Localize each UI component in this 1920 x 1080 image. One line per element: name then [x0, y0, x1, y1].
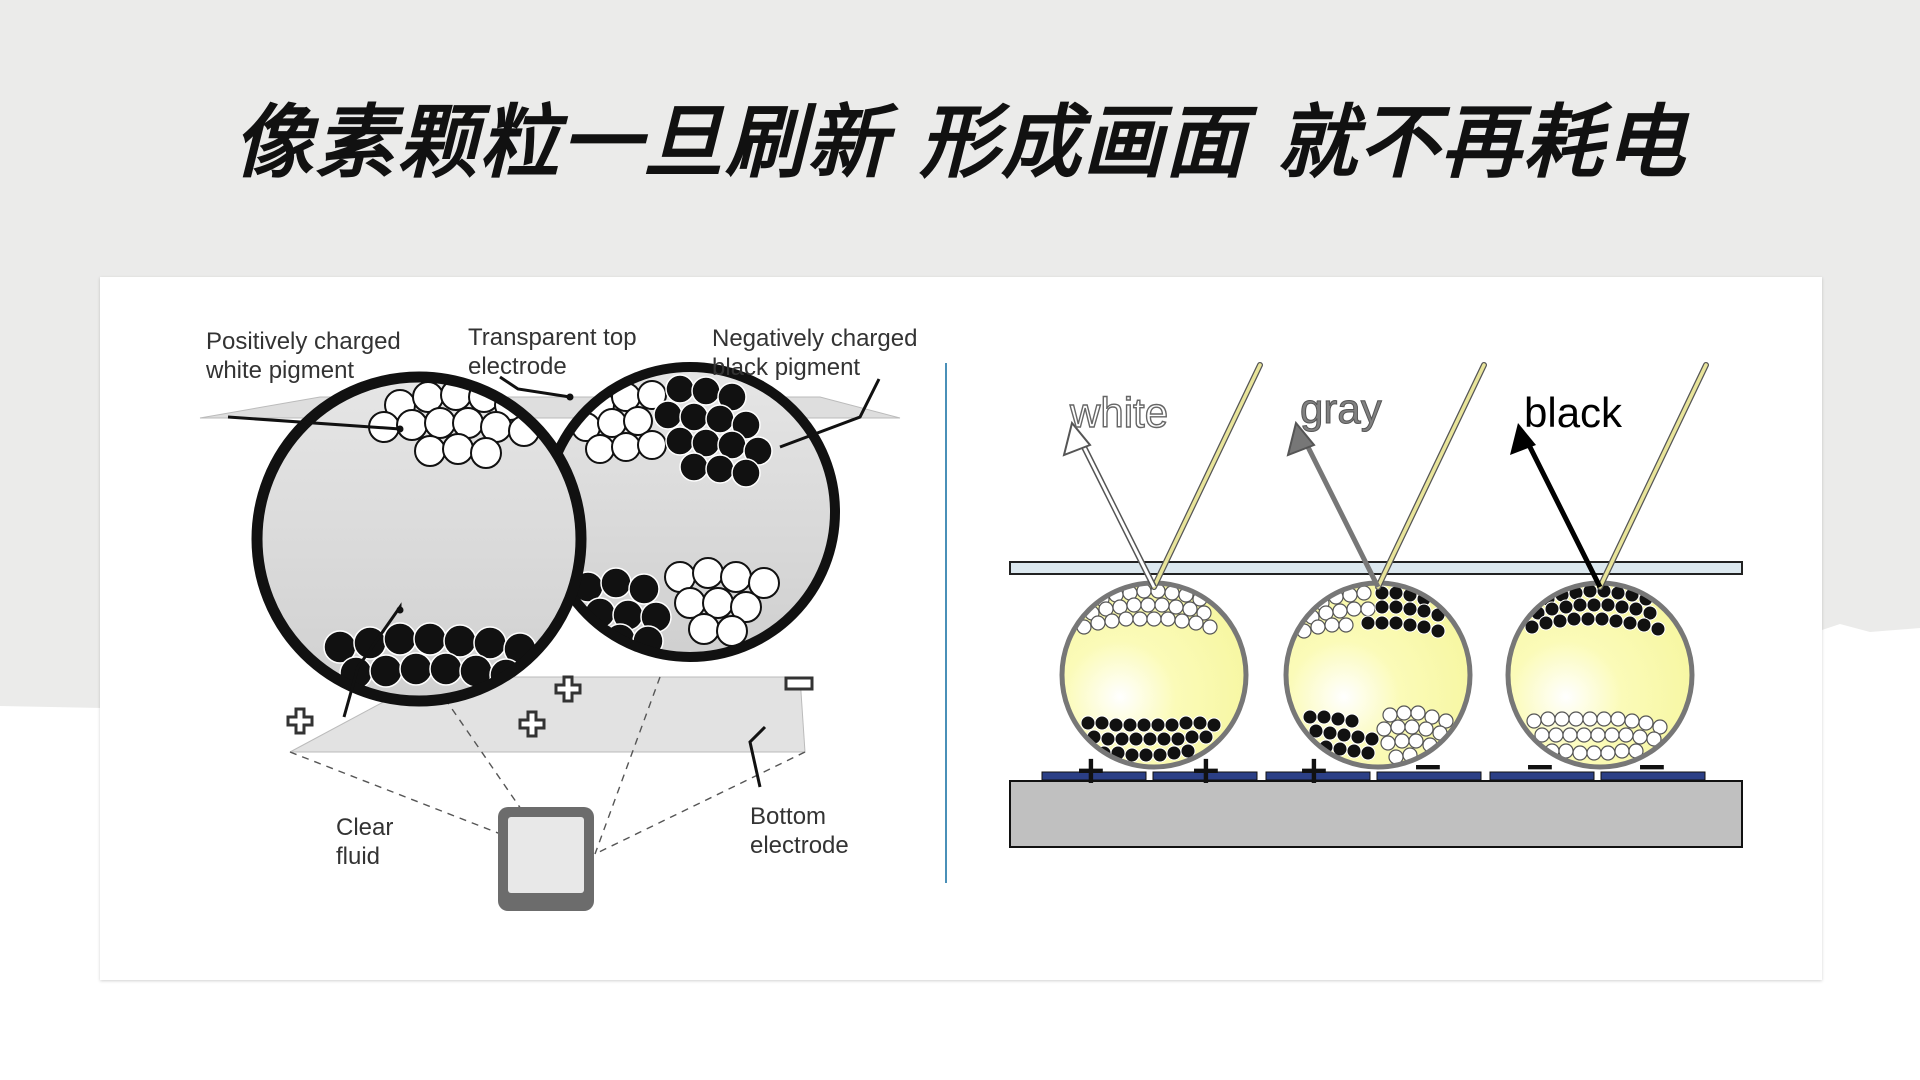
- state-label-black: black: [1524, 389, 1623, 436]
- state-label-gray: gray: [1300, 385, 1382, 432]
- diagram-card: Positively charged white pigment Transpa…: [100, 277, 1822, 980]
- electrode-charge-symbols: [286, 675, 814, 738]
- plus-icon: [518, 710, 546, 738]
- label-black-pigment-line1: Negatively charged: [712, 325, 917, 352]
- cell-black-top-particles: [1524, 583, 1666, 637]
- cell-gray-top-black-particles: [1360, 585, 1446, 639]
- capsule-left-shell: [251, 371, 587, 707]
- sign-4: −: [1412, 744, 1444, 788]
- cell-gray-bottom-white-particles: [1376, 705, 1454, 765]
- label-bottom-electrode-line1: Bottom: [750, 803, 826, 830]
- plus-icon: [286, 707, 314, 735]
- cell-black-bottom-particles: [1526, 711, 1668, 761]
- left-microcapsule-diagram: Positively charged white pigment Transpa…: [199, 324, 917, 911]
- sign-1: +: [1075, 748, 1107, 792]
- bottom-electrodes: [1041, 771, 1706, 781]
- white-particles-bottom: [664, 557, 780, 647]
- reflected-arrow-gray: [1286, 420, 1381, 589]
- cell-black: [1508, 583, 1692, 767]
- page-title: 像素颗粒一旦刷新 形成画面 就不再耗电: [233, 96, 1687, 189]
- label-clear-fluid-line2: fluid: [336, 843, 380, 870]
- label-white-pigment-line1: Positively charged: [206, 328, 401, 355]
- sign-3: +: [1298, 748, 1330, 792]
- reflected-arrow-white: [1062, 420, 1157, 589]
- minus-icon: [784, 676, 814, 691]
- label-bottom-electrode-line2: electrode: [750, 832, 849, 859]
- cell-gray-top-white-particles: [1296, 585, 1376, 639]
- cell-gray: [1286, 583, 1470, 767]
- diagram-canvas: Positively charged white pigment Transpa…: [199, 324, 1743, 911]
- electrode-signs: + + + − − −: [1075, 744, 1668, 792]
- label-black-pigment-line2: black pigment: [712, 354, 860, 381]
- label-top-electrode-line1: Transparent top: [468, 324, 637, 351]
- white-particles-top: [571, 380, 667, 464]
- plus-icon: [554, 675, 582, 703]
- sign-2: +: [1190, 748, 1222, 792]
- white-particles-top-left: [368, 379, 540, 469]
- e-reader-device-icon: [498, 807, 594, 911]
- sign-6: −: [1636, 744, 1668, 788]
- reflected-arrow-black: [1510, 423, 1603, 589]
- sign-5: −: [1524, 744, 1556, 788]
- capsule-left: [257, 377, 581, 701]
- incoming-light-rays: [1151, 362, 1709, 590]
- substrate: [1009, 780, 1743, 848]
- label-clear-fluid-line1: Clear: [336, 814, 393, 841]
- label-white-pigment-line2: white pigment: [205, 357, 354, 384]
- black-particles-top: [653, 374, 773, 488]
- top-glass: [1009, 561, 1743, 575]
- label-top-electrode-line2: electrode: [468, 353, 567, 380]
- right-state-diagram: white gray black + + + − − −: [1009, 362, 1743, 848]
- state-label-white: white: [1069, 389, 1168, 436]
